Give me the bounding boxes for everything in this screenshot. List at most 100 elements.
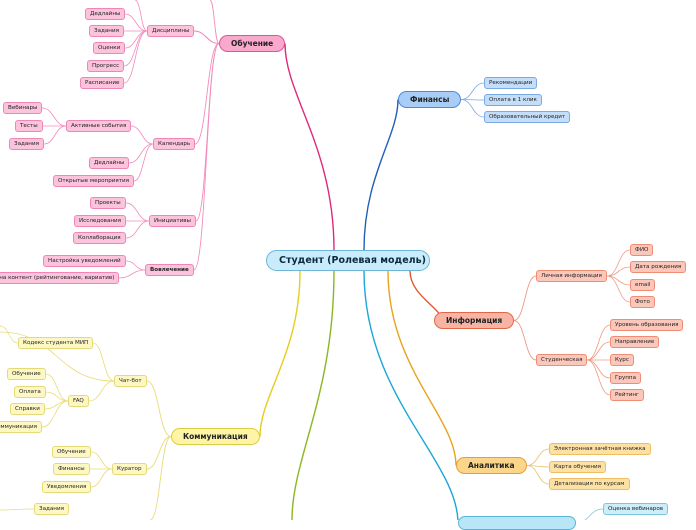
- node-faq[interactable]: FAQ: [68, 395, 89, 407]
- node-ae-tasks[interactable]: Задания: [9, 138, 44, 150]
- connector: [526, 448, 550, 466]
- connector: [193, 30, 220, 44]
- node-engagement[interactable]: Вовлечение: [145, 264, 194, 276]
- node-direction[interactable]: Направление: [610, 336, 660, 348]
- branch-communication[interactable]: Коммуникация: [171, 428, 260, 445]
- node-cur-notifications[interactable]: Уведомления: [42, 481, 92, 493]
- connector: [606, 275, 631, 303]
- node-initiatives[interactable]: Инициативы: [149, 215, 196, 227]
- node-email[interactable]: email: [630, 279, 656, 291]
- node-disciplines[interactable]: Дисциплины: [147, 25, 195, 37]
- connector: [41, 400, 69, 428]
- connector: [125, 202, 150, 222]
- connector: [460, 82, 485, 100]
- node-one-click[interactable]: Оплата в 1 клик: [484, 94, 542, 106]
- node-course-detail[interactable]: Детализация по курсам: [549, 478, 630, 490]
- connector: [149, 436, 172, 520]
- branch-learning[interactable]: Обучение: [219, 35, 286, 52]
- connector: [387, 270, 457, 466]
- connector: [513, 320, 537, 361]
- connector: [45, 373, 69, 402]
- node-fio[interactable]: ФИО: [630, 244, 654, 256]
- connector: [586, 359, 611, 396]
- node-course[interactable]: Курс: [610, 354, 634, 366]
- connector: [124, 13, 148, 32]
- connector: [134, 0, 148, 32]
- node-open-events[interactable]: Открытые мероприятия: [53, 175, 135, 187]
- node-disc-grades[interactable]: Оценки: [93, 42, 126, 54]
- connector: [130, 125, 154, 145]
- node-recommendations[interactable]: Рекомендации: [484, 77, 538, 89]
- node-tests[interactable]: Тесты: [15, 120, 43, 132]
- node-rating[interactable]: Рейтинг: [610, 389, 644, 401]
- connector: [125, 220, 150, 239]
- connector: [363, 99, 399, 251]
- connector: [128, 143, 154, 164]
- node-student-code[interactable]: Кодекс студента МИП: [18, 337, 94, 349]
- connector: [133, 143, 154, 182]
- node-collaboration[interactable]: Коллаборация: [73, 232, 126, 244]
- connector: [606, 266, 631, 277]
- connector: [586, 341, 611, 361]
- node-content-reaction[interactable]: Реакция на контент (рейтингование, вариа…: [0, 272, 120, 284]
- node-faq-certificates[interactable]: Справки: [10, 403, 45, 415]
- node-cur-finance[interactable]: Финансы: [53, 463, 90, 475]
- connector: [284, 43, 335, 251]
- node-notif-settings[interactable]: Настройка уведомлений: [43, 255, 126, 267]
- node-disc-tasks[interactable]: Задания: [89, 25, 124, 37]
- node-faq-learning[interactable]: Обучение: [7, 368, 46, 380]
- node-projects[interactable]: Проекты: [90, 197, 126, 209]
- connector: [291, 270, 335, 520]
- node-cur-learning[interactable]: Обучение: [52, 446, 91, 458]
- node-comm-tasks[interactable]: Задания: [34, 503, 69, 515]
- node-curator[interactable]: Куратор: [112, 463, 147, 475]
- connector: [209, 0, 220, 44]
- connector: [123, 30, 148, 84]
- node-chatbot[interactable]: Чат-бот: [114, 375, 147, 387]
- branch-cyan[interactable]: [458, 516, 576, 530]
- node-cal-deadlines[interactable]: Дедлайны: [89, 157, 130, 169]
- node-student[interactable]: Студенческая: [536, 354, 588, 366]
- connector: [584, 508, 604, 520]
- node-edu-level[interactable]: Уровень образования: [610, 319, 684, 331]
- node-disc-deadlines[interactable]: Дедлайны: [85, 8, 126, 20]
- node-research[interactable]: Исследования: [74, 215, 127, 227]
- connector: [193, 43, 220, 271]
- node-webinar-rating[interactable]: Оценка вебинаров: [603, 503, 669, 515]
- connector: [43, 125, 67, 145]
- connector: [259, 270, 301, 437]
- connector: [90, 468, 113, 488]
- connector: [606, 249, 631, 277]
- connector: [0, 331, 115, 382]
- node-edu-credit[interactable]: Образовательный кредит: [484, 111, 571, 123]
- node-personal-info[interactable]: Личная информация: [536, 270, 607, 282]
- branch-info[interactable]: Информация: [434, 312, 515, 329]
- connector: [45, 391, 69, 402]
- connector: [363, 270, 459, 520]
- node-faq-communication[interactable]: Коммуникация: [0, 421, 43, 433]
- root-node[interactable]: Студент (Ролевая модель): [266, 250, 430, 271]
- connector: [146, 436, 172, 470]
- connector: [0, 325, 19, 344]
- branch-finance[interactable]: Финансы: [398, 91, 462, 108]
- node-disc-schedule[interactable]: Расписание: [80, 77, 125, 89]
- connector: [0, 508, 35, 511]
- node-webinars[interactable]: Вебинары: [3, 102, 43, 114]
- connector: [460, 99, 485, 118]
- node-calendar[interactable]: Календарь: [153, 138, 196, 150]
- node-active-events[interactable]: Активные события: [66, 120, 132, 132]
- node-group[interactable]: Группа: [610, 372, 642, 384]
- node-photo[interactable]: Фото: [630, 296, 655, 308]
- connector: [194, 43, 220, 145]
- connector: [92, 342, 115, 382]
- branch-analytics[interactable]: Аналитика: [456, 457, 527, 474]
- node-learning-map[interactable]: Карта обучения: [549, 461, 607, 473]
- node-birthdate[interactable]: Дата рождения: [630, 261, 687, 273]
- node-disc-progress[interactable]: Прогресс: [87, 60, 125, 72]
- connector: [146, 380, 172, 437]
- connector: [586, 324, 611, 361]
- connector: [90, 451, 113, 470]
- node-gradebook[interactable]: Электронная зачётная книжка: [549, 443, 651, 455]
- node-faq-payment[interactable]: Оплата: [14, 386, 46, 398]
